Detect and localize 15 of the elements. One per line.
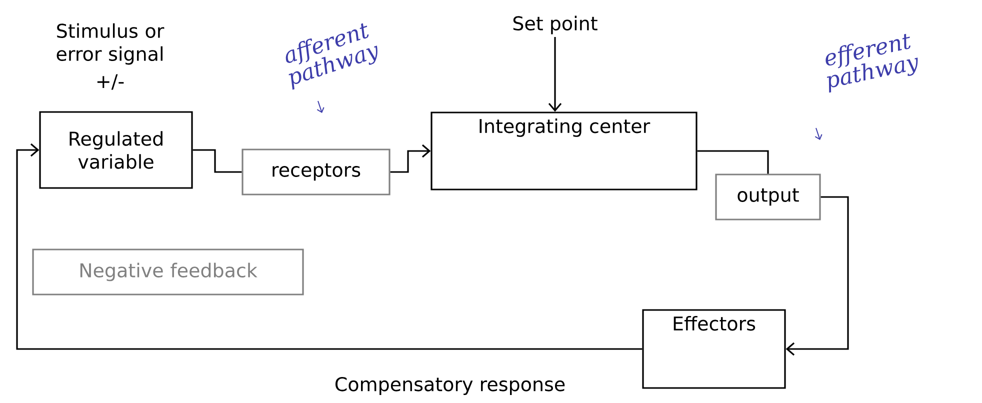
edge-label: Compensatory response (335, 376, 565, 396)
handwritten-note: efferent pathway (826, 34, 918, 93)
process-box: receptors (242, 148, 390, 196)
node-caption: +/- (97, 74, 124, 90)
process-box: Integrating center (430, 112, 698, 190)
connector-arrow (390, 144, 431, 173)
connector-arrow (16, 143, 642, 350)
process-box: Regulated variable (39, 111, 193, 189)
connector-arrow (548, 37, 562, 112)
connector-arrow (786, 196, 849, 356)
note-box: Negative feedback (32, 248, 304, 296)
node-caption: Stimulus or error signal (56, 23, 164, 65)
bare-text: Set point (513, 16, 598, 34)
process-box: output (715, 174, 821, 220)
process-box: Effectors (642, 309, 786, 389)
